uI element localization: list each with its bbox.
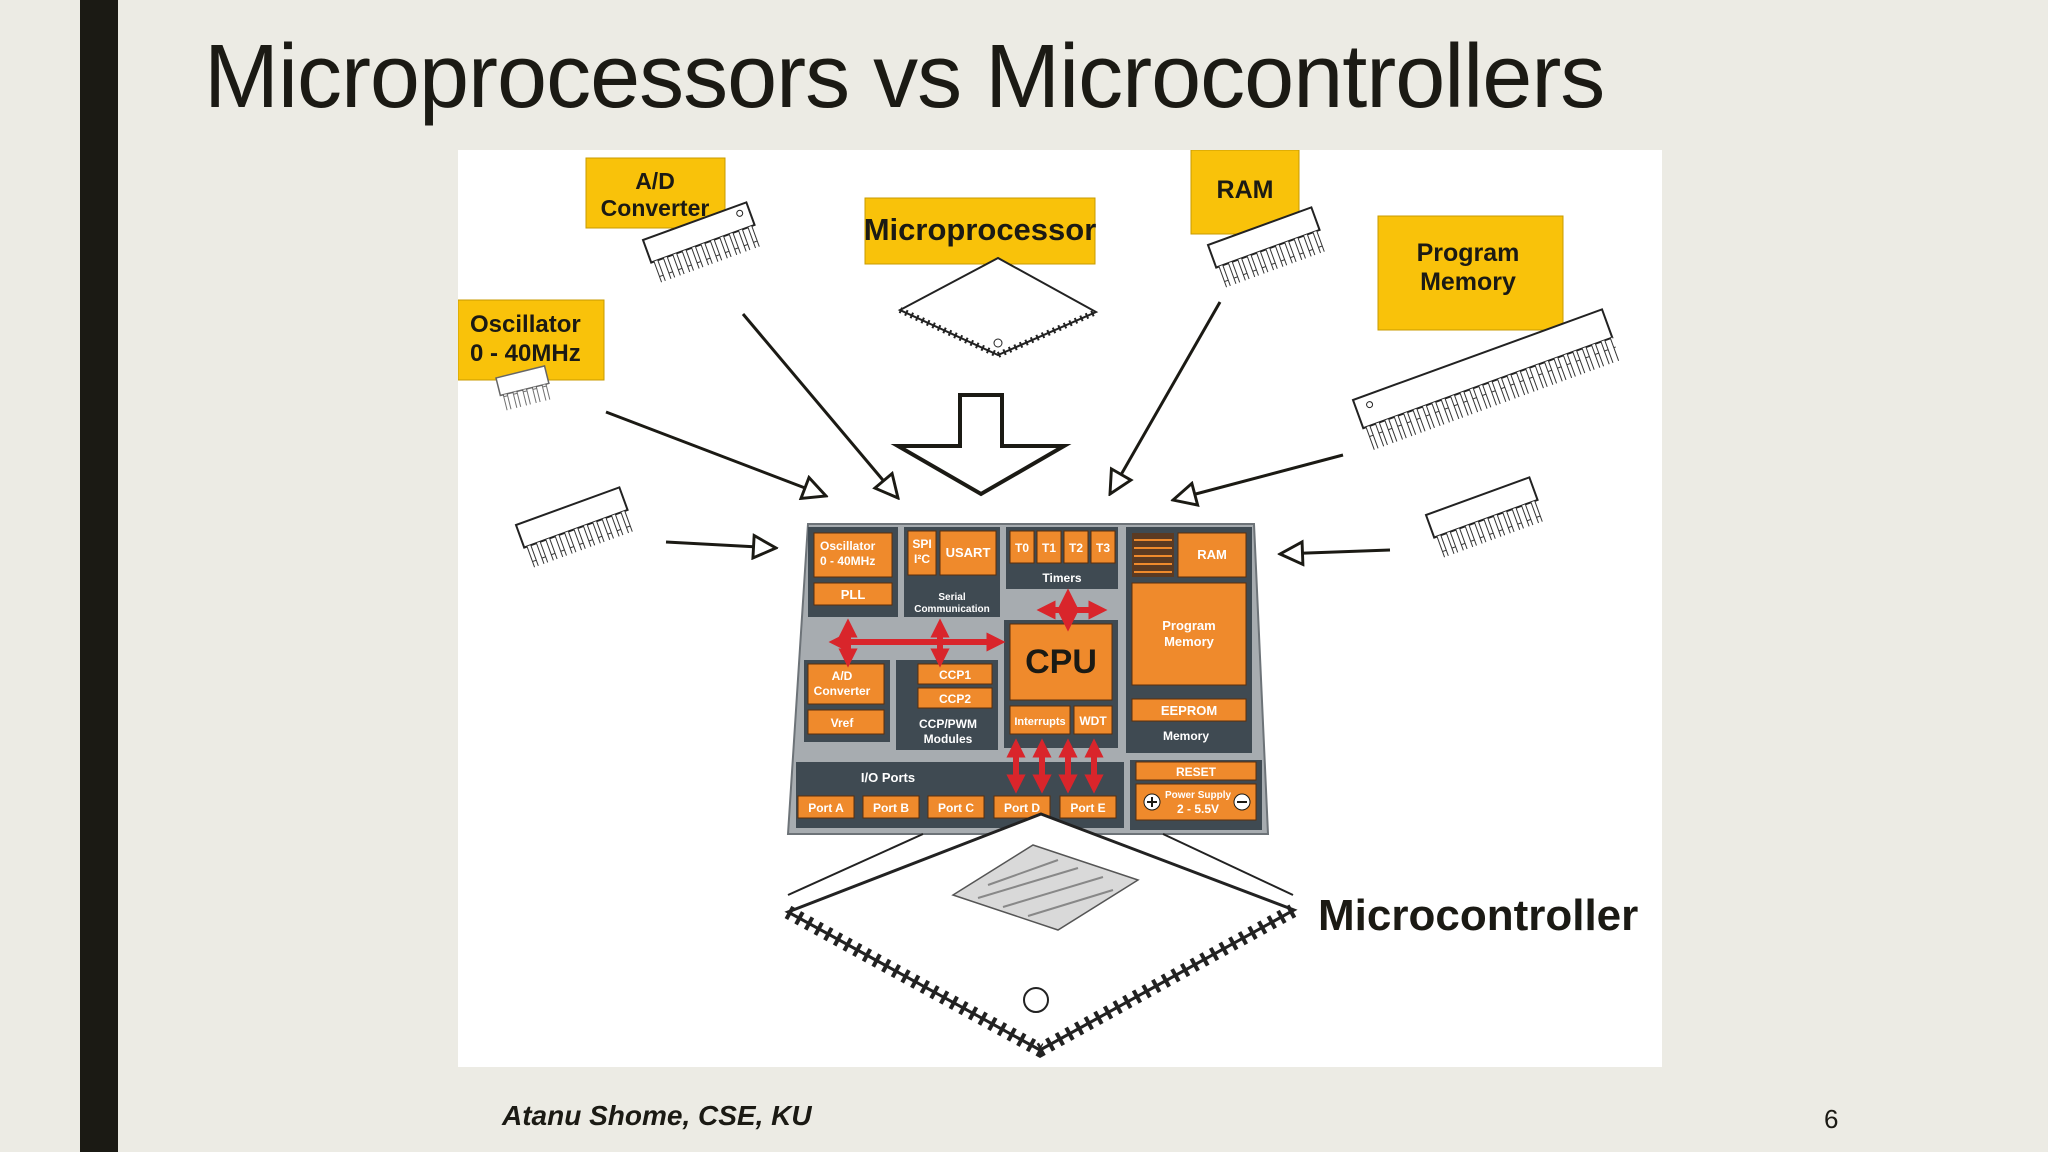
board-pll: PLL [841,587,866,602]
board-port-e: Port E [1070,801,1105,815]
diagram-canvas: A/D Converter Microprocessor RAM Program… [457,149,1638,1058]
arrows-to-board [605,301,1391,554]
bus-arrows [828,588,1108,794]
board-ccp-line1: CCP/PWM [919,717,977,731]
board-usart: USART [946,545,991,560]
board-t1: T1 [1042,541,1056,555]
board-t3: T3 [1096,541,1110,555]
label-ad-converter-line2: Converter [601,195,710,221]
board-eeprom: EEPROM [1161,703,1217,718]
slide-side-bar [80,0,118,1152]
board-wdt: WDT [1079,714,1107,728]
board-t0: T0 [1015,541,1029,555]
label-ad-converter-line1: A/D [635,168,675,194]
arrow-right-chip [1280,550,1391,554]
dip-chip-right [1424,476,1546,559]
board-osc-line1: Oscillator [820,539,876,553]
board-interrupts: Interrupts [1014,716,1065,728]
dip-chip-left [514,486,636,569]
label-microprocessor: Microprocessor [864,197,1097,265]
arrow-program [1173,453,1344,500]
board-port-c: Port C [938,801,974,815]
page-number: 6 [1824,1104,1839,1134]
label-ad-converter: A/D Converter [585,157,726,229]
qfp-chip-microprocessor [897,256,1099,359]
board-serial-line2: Communication [914,604,990,615]
board-port-d: Port D [1004,801,1040,815]
label-microprocessor-text: Microprocessor [864,212,1097,247]
board-t2: T2 [1069,541,1083,555]
board-port-b: Port B [873,801,909,815]
board-vref: Vref [831,716,855,730]
microcontroller-board: Oscillator 0 - 40MHz PLL SPI I²C USART S… [786,523,1270,835]
board-ad-line1: A/D [832,669,853,683]
arrow-ram [1110,301,1222,494]
board-program-line1: Program [1162,618,1215,633]
board-io-ports: I/O Ports [861,770,915,785]
dip-chip-ad [641,201,763,284]
label-program-memory-line2: Memory [1420,268,1516,296]
board-spi: SPI [912,537,931,551]
board-reset: RESET [1176,765,1217,779]
label-program-memory-line1: Program [1417,239,1520,267]
footer-author: Atanu Shome, CSE, KU [502,1100,812,1131]
board-serial-line1: Serial [938,592,965,603]
board-cpu: CPU [1025,643,1097,681]
board-power-line1: Power Supply [1165,790,1232,801]
label-program-memory: Program Memory [1377,215,1564,331]
label-microcontroller: Microcontroller [1318,891,1638,940]
board-ram: RAM [1197,547,1227,562]
dip-chip-ram [1206,206,1328,289]
board-osc-line2: 0 - 40MHz [820,554,875,568]
board-memory: Memory [1163,729,1209,743]
arrow-left-chip [665,542,776,548]
board-timers: Timers [1042,571,1081,585]
label-oscillator-line2: 0 - 40MHz [470,340,581,367]
board-i2c: I²C [914,552,930,566]
microcontroller-diagram: A/D Converter Microprocessor RAM Program… [457,149,1662,1067]
board-power-line2: 2 - 5.5V [1177,802,1219,816]
board-ccp1: CCP1 [939,668,971,682]
slide-title: Microprocessors vs Microcontrollers [204,27,1605,127]
arrow-oscillator [605,410,826,496]
dip-chip-program-memory [1351,308,1621,451]
dip-chip-oscillator [495,364,553,411]
label-oscillator: Oscillator 0 - 40MHz [457,299,605,381]
board-ad-line2: Converter [814,684,871,698]
board-program-line2: Memory [1164,634,1215,649]
board-ccp2: CCP2 [939,692,971,706]
big-arrow-down [890,393,1072,497]
board-port-a: Port A [808,801,844,815]
label-ram-text: RAM [1217,176,1274,204]
board-ccp-line2: Modules [924,732,973,746]
arrow-ad [741,313,898,498]
qfp-chip-microcontroller [784,812,1298,1058]
label-oscillator-line1: Oscillator [470,311,581,338]
